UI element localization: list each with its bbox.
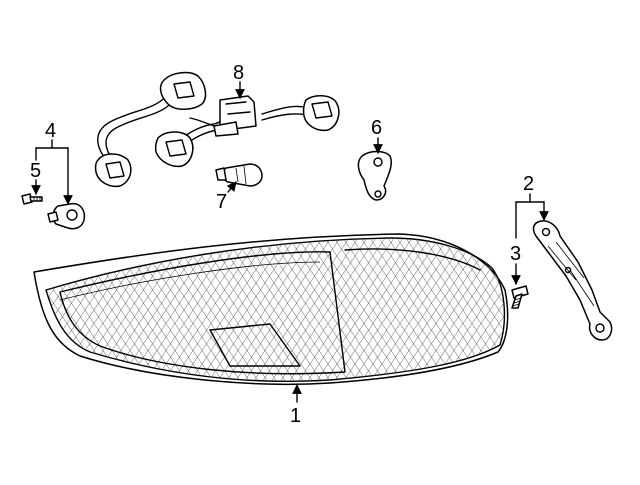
callout-leaders [31,81,549,403]
callout-2: 2 [523,173,534,195]
callout-labels: 1 2 3 4 5 6 7 8 [30,62,534,427]
wiring-harness-icon [94,71,340,188]
callout-6: 6 [371,117,382,139]
callout-5: 5 [30,160,41,182]
bulb-icon [215,163,263,187]
callout-3: 3 [510,243,521,265]
mounting-bracket-icon [532,220,613,341]
callout-7: 7 [216,191,227,213]
callout-8: 8 [233,62,244,84]
callout-4: 4 [45,120,56,142]
bulb-socket-icon [47,202,86,230]
bolt-icon [511,285,529,309]
callout-1: 1 [290,405,301,427]
screw-icon [21,193,43,205]
side-bracket-icon [357,150,393,201]
